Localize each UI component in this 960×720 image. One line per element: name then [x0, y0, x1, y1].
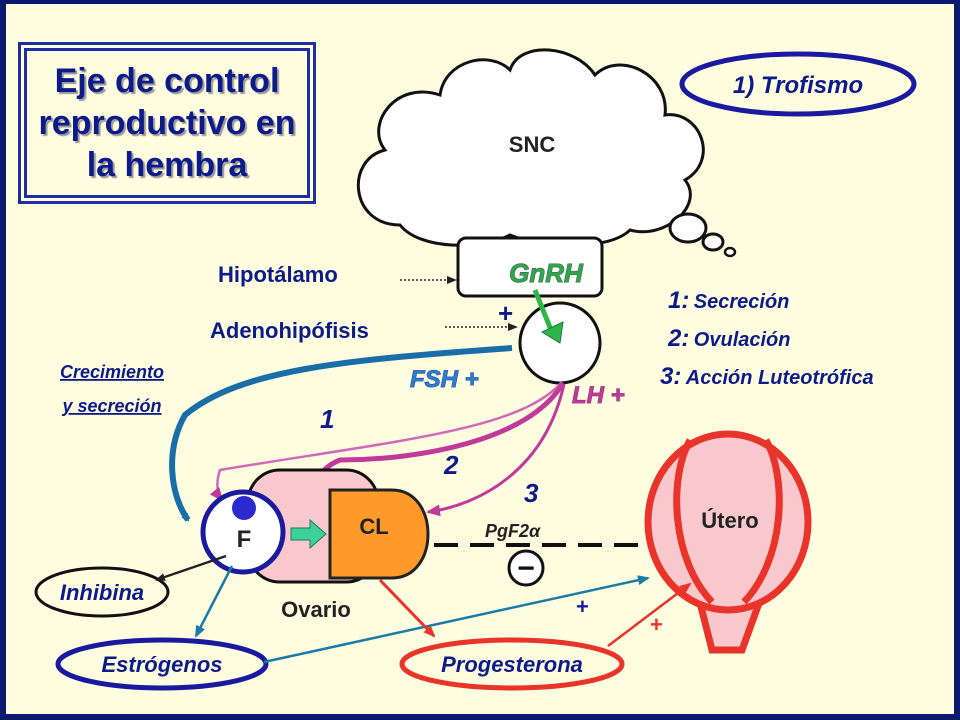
cl-to-progesterone-arrow: [378, 578, 436, 638]
progesterone-plus: +: [650, 612, 663, 637]
ovary-label: Ovario: [281, 597, 351, 622]
follicle-label: F: [237, 526, 252, 553]
growth-label-line1: Crecimiento: [60, 362, 164, 382]
follicle-to-estrogens-arrow: [194, 565, 234, 638]
follicle-to-cl-arrow: [290, 518, 327, 550]
fsh-label: FSH +: [410, 366, 479, 393]
path-number-3: 3: [524, 478, 539, 508]
corpus-luteum-label: CL: [359, 514, 388, 539]
progesterone-label: Progesterona: [441, 652, 583, 677]
cns-cloud: [356, 48, 737, 258]
lh-label: LH +: [572, 382, 625, 409]
inhibin-label: Inhibina: [60, 580, 144, 605]
lh-arrow-1: [209, 381, 563, 502]
gnrh-label: GnRH: [509, 258, 584, 288]
legend-item-secretion: 1: Secreción: [668, 287, 789, 314]
trofismo-label: 1) Trofismo: [733, 72, 863, 99]
cns-label: SNC: [509, 132, 556, 157]
estrogens-label: Estrógenos: [101, 652, 222, 677]
corpus-luteum: [328, 488, 430, 580]
uterus-label: Útero: [701, 508, 758, 533]
fsh-arrow: [169, 345, 513, 522]
path-number-2: 2: [443, 450, 459, 480]
gnrh-arrow: [532, 289, 556, 336]
path-number-1: 1: [320, 404, 334, 434]
hypothalamus-label: Hipotálamo: [218, 262, 338, 287]
inhibin-arrow: [155, 554, 227, 582]
estrogens-to-uterus-arrow: [263, 575, 650, 664]
follicle: [200, 489, 286, 575]
inhibin-oval: [34, 566, 170, 618]
progesterone-to-uterus-arrow: [607, 582, 692, 647]
inhibition-minus: −: [517, 552, 535, 585]
progesterone-oval: [399, 637, 625, 691]
gnrh-arrow-head: [540, 321, 564, 344]
adenohypophysis-label: Adenohipófisis: [210, 318, 369, 343]
legend-item-ovulation: 2: Ovulación: [667, 325, 791, 352]
uterus: [644, 430, 812, 654]
lh-arrow-3: [426, 383, 566, 517]
growth-label-line2: y secreción: [61, 396, 161, 416]
follicle-oocyte: [232, 496, 256, 520]
title-box: Eje de control reproductivo en la hembra: [18, 42, 316, 204]
legend-item-luteotrophic: 3: Acción Luteotrófica: [660, 363, 874, 390]
pgf-label: PgF2α: [485, 521, 541, 541]
gnrh-plus: +: [498, 298, 513, 328]
slide: SNC 1) Trofismo GnRH Hipotálamo + Adenoh…: [6, 4, 954, 714]
reproductive-axis-diagram: SNC 1) Trofismo GnRH Hipotálamo + Adenoh…: [34, 48, 917, 691]
hypothalamus-box: [456, 236, 604, 298]
inhibition-sign: [507, 549, 545, 587]
estrogens-oval: [55, 637, 269, 691]
legend: 1: Secreción 2: Ovulación 3: Acción Lute…: [660, 287, 874, 390]
page-title: Eje de control reproductivo en la hembra: [38, 62, 296, 184]
estrogens-plus: +: [576, 594, 589, 619]
trofismo-oval: [679, 51, 917, 117]
